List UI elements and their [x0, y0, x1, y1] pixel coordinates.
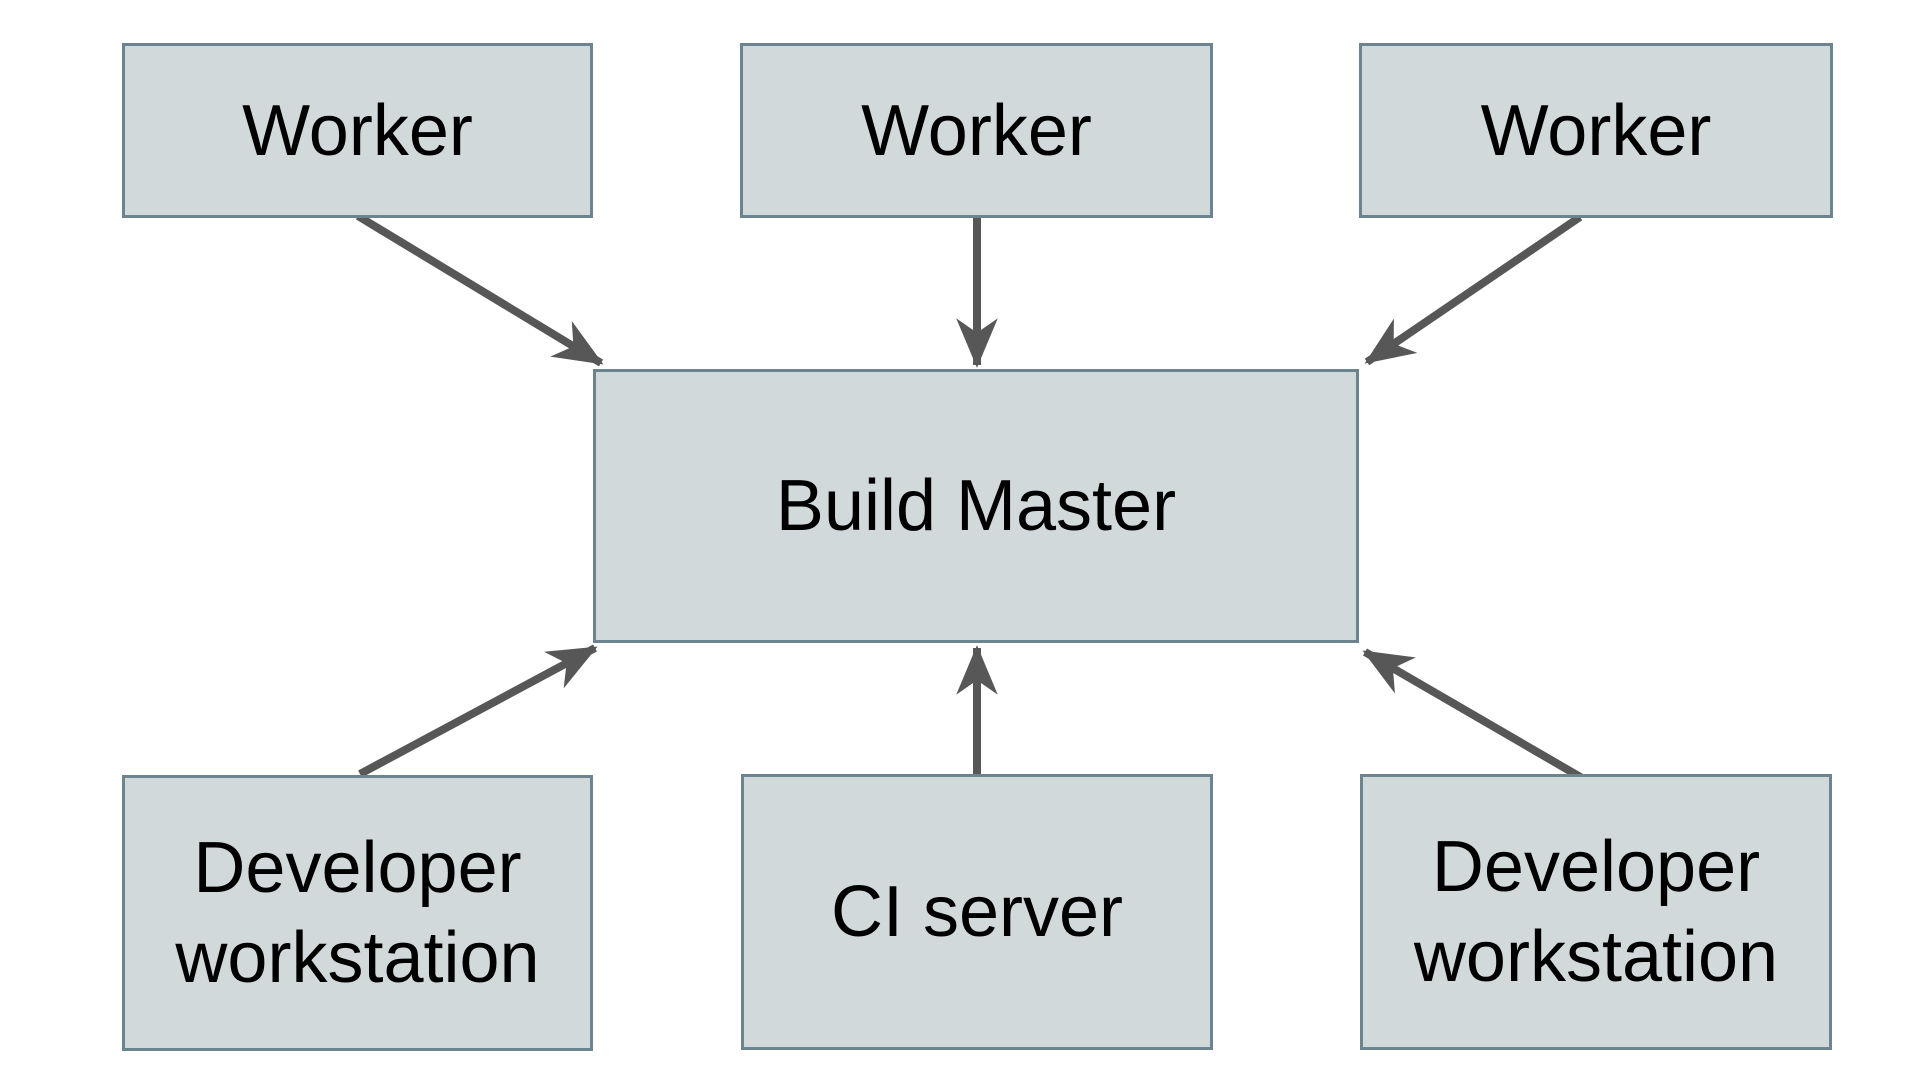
node-ci-server-label: CI server — [830, 872, 1124, 952]
node-worker-3-label: Worker — [1480, 90, 1712, 171]
node-ci-server: CI server — [741, 774, 1213, 1050]
node-developer-workstation-right: Developer workstation — [1360, 774, 1832, 1050]
node-build-master-label: Build Master — [775, 466, 1177, 546]
node-worker-1: Worker — [122, 43, 593, 218]
node-developer-workstation-left-label: Developer workstation — [175, 828, 540, 998]
node-worker-2-label: Worker — [861, 90, 1092, 171]
node-developer-workstation-right-label: Developer workstation — [1413, 827, 1779, 997]
arrow-devleft-to-buildmaster — [358, 644, 598, 778]
node-developer-workstation-left: Developer workstation — [122, 775, 593, 1051]
node-worker-3: Worker — [1359, 43, 1833, 218]
node-worker-1-label: Worker — [242, 90, 473, 171]
node-worker-2: Worker — [740, 43, 1213, 218]
node-build-master: Build Master — [593, 369, 1359, 643]
arrow-worker3-to-buildmaster — [1364, 213, 1583, 366]
arrow-worker1-to-buildmaster — [355, 212, 604, 367]
arrow-devright-to-buildmaster — [1362, 648, 1585, 782]
